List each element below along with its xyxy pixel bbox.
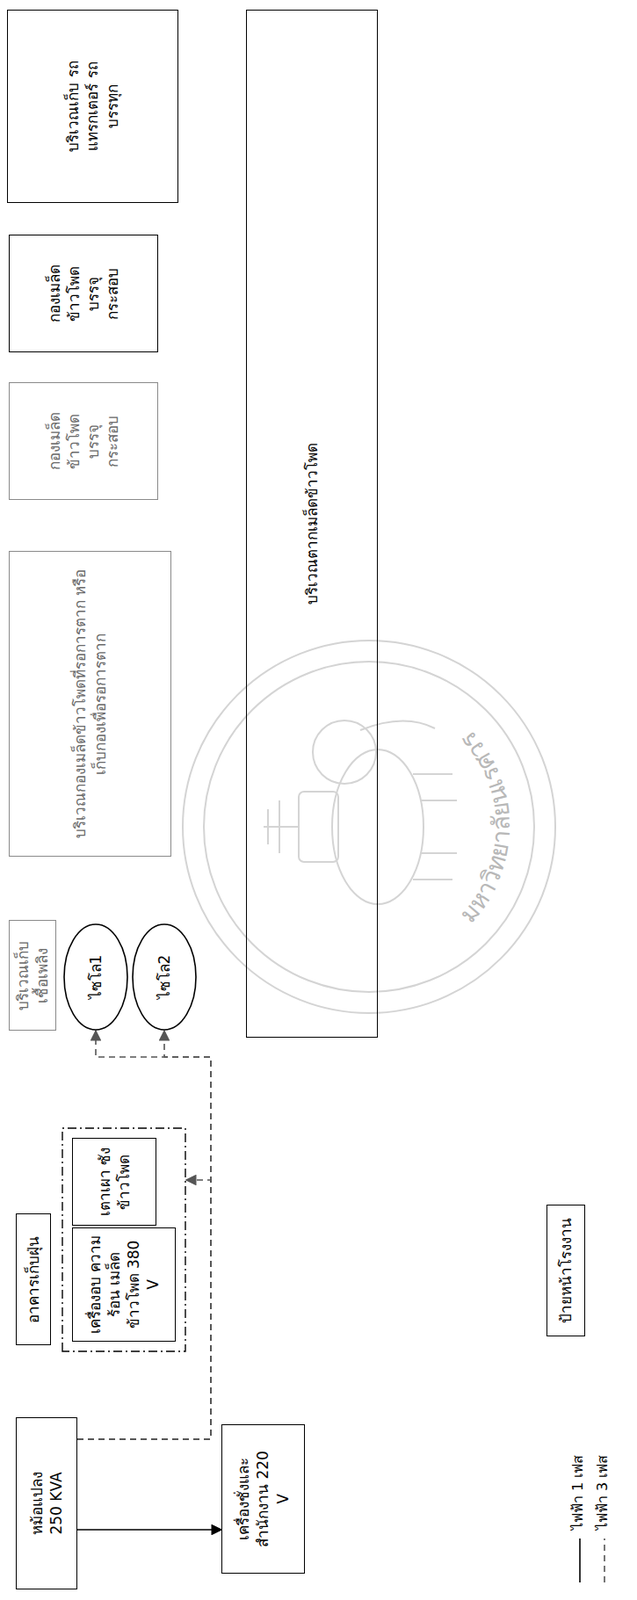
sack-pile-box: กองเมล็ด ข้าวโพด บรรจุ กระสอบ [8, 382, 159, 500]
fuel-area-box: บริเวณเก็บ เชื้อเพลิง [8, 919, 57, 1031]
silo-ellipse-line [132, 924, 196, 1030]
seal-ring [203, 661, 535, 992]
box-label: บริเวณกองเมล็ดข้าวโพดที่รอการตาก หรือเก็… [70, 558, 109, 849]
elephant-head [312, 720, 377, 784]
building-name-tag: อาคารเก็บฝุ่น [15, 1213, 51, 1346]
vehicle-area-box: บริเวณเก็บ รถแทรกเตอร์ รถบรรทุก [7, 9, 179, 203]
box-label: บริเวณเก็บ รถแทรกเตอร์ รถบรรทุก [63, 49, 122, 164]
office-box: เครื่องชั่งและ สำนักงาน 220 V [221, 1424, 305, 1574]
box-label: เครื่องชั่งและ สำนักงาน 220 V [233, 1444, 292, 1554]
box-label: หม้อแปลง 250 KVA [27, 1459, 66, 1548]
box-label: บริเวณตากเมล็ดข้าวโพด [302, 442, 322, 605]
box-label: ป้ายหน้าโรงงาน [556, 1217, 576, 1324]
elephant-trunk [360, 720, 435, 731]
legend-text: ไฟฟ้า 3 เฟส [593, 1454, 613, 1530]
seal-ring [182, 640, 556, 1014]
watermark-text: มหาวิทยาลัยนเรศวร [453, 725, 516, 929]
waiting-pile-area-box: บริเวณกองเมล็ดข้าวโพดที่รอการตาก หรือเก็… [8, 550, 172, 857]
box-label: กองเมล็ด ข้าวโพด บรรจุ กระสอบ [44, 398, 123, 484]
silo-ellipse: ไซโล2 [131, 923, 197, 1031]
legend-line-sample [603, 1538, 606, 1583]
watermark-text: มหาวิทยาลัยนเรศวร [453, 725, 516, 929]
box-label: อาคารเก็บฝุ่น [23, 1236, 44, 1324]
sign-box: ป้ายหน้าโรงงาน [546, 1204, 586, 1337]
power-line [77, 1528, 222, 1531]
power-line [77, 1179, 211, 1440]
dryer-box: เครื่องอบ ความร้อน เมล็ดข้าวโพด 380 V [72, 1227, 176, 1342]
building-outline: อาคารเก็บฝุ่นเครื่องอบ ความร้อน เมล็ดข้า… [61, 1127, 187, 1353]
transformer-box: หม้อแปลง 250 KVA [15, 1417, 78, 1590]
box-label: บริเวณเก็บ เชื้อเพลิง [13, 926, 52, 1024]
legend-line-sample [579, 1538, 581, 1583]
seal-rings [182, 640, 556, 1014]
elephant-howdah [298, 791, 339, 862]
sack-pile-box: กองเมล็ด ข้าวโพด บรรจุ กระสอบ [8, 234, 159, 353]
elephant-body [332, 749, 424, 905]
power-line [77, 1030, 211, 1440]
building-outline-line [62, 1128, 186, 1352]
box-label: ไซโล1 [86, 955, 106, 1000]
drying-area-box: บริเวณตากเมล็ดข้าวโพด [246, 9, 378, 1038]
silo-ellipse: ไซโล1 [63, 923, 129, 1031]
box-label: ไซโล2 [154, 955, 174, 1000]
box-label: กองเมล็ด ข้าวโพด บรรจุ กระสอบ [44, 251, 123, 336]
howdah-canopy [263, 800, 299, 854]
box-label: เตาเผา ซัง ข้าวโพด [94, 1144, 134, 1219]
elephant-legs [412, 774, 457, 880]
furnace-box: เตาเผา ซัง ข้าวโพด [72, 1137, 157, 1226]
power-line [77, 1030, 211, 1440]
silo-ellipse-line [64, 924, 128, 1030]
legend-text: ไฟฟ้า 1 เฟส [569, 1454, 588, 1530]
box-label: เครื่องอบ ความร้อน เมล็ดข้าวโพด 380 V [85, 1234, 163, 1335]
